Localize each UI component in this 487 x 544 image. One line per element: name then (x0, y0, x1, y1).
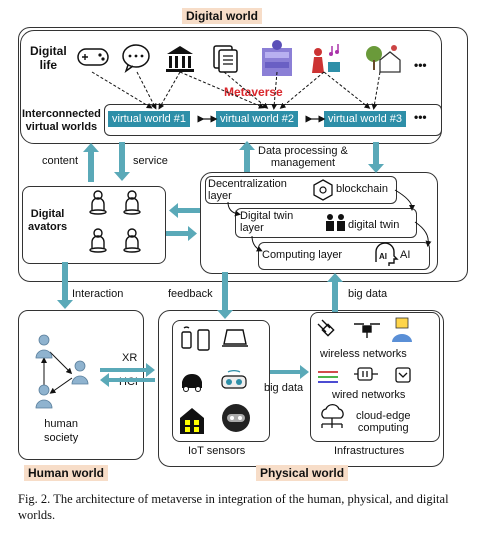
plug-icon (354, 367, 378, 381)
avatar-icon (89, 190, 107, 215)
digital-twin-icon (326, 214, 345, 231)
wireless-label: wireless networks (320, 348, 407, 360)
bank-icon (166, 46, 194, 72)
virtual-world-2: virtual world #2 (216, 111, 298, 127)
interaction-label: Interaction (72, 288, 124, 300)
physical-world-title: Physical world (256, 465, 349, 481)
tablet-icon (197, 329, 210, 351)
avatar-icon (123, 228, 141, 253)
ai-label: AI (400, 249, 411, 261)
flow-arrows (57, 141, 384, 387)
ai-head-text: AI (379, 252, 387, 261)
digital-life-ellipsis: ••• (414, 58, 427, 72)
wired-label: wired networks (332, 389, 406, 401)
avatar-icon (89, 228, 107, 253)
feedback-label: feedback (168, 288, 213, 300)
interconnected-label: Interconnected virtual worlds (22, 108, 101, 133)
diagram-graphics: AI (35, 40, 432, 434)
human-world-title: Human world (24, 465, 109, 481)
digital-twin-layer-label: Digital twin layer (240, 210, 294, 234)
cloud-label: cloud-edge computing (356, 410, 411, 434)
documents-icon (213, 45, 238, 73)
router-icon (395, 367, 411, 383)
service-label: service (133, 155, 168, 167)
content-label: content (42, 155, 79, 167)
computing-layer (258, 242, 430, 270)
digital-twin-label: digital twin (348, 219, 400, 231)
infra-label: Infrastructures (334, 445, 405, 457)
concert-icon (312, 44, 340, 73)
laptop-icon (222, 329, 248, 347)
phone-icon (181, 326, 192, 349)
layer-connectors (227, 189, 432, 252)
metaverse-label: Metaverse (224, 85, 283, 99)
iot-icons (180, 326, 250, 434)
virtual-worlds-ellipsis: ••• (414, 110, 427, 124)
avatar-icon (123, 190, 141, 215)
robot-icon (222, 404, 250, 432)
computing-layer-label: Computing layer (262, 249, 343, 261)
satellite-icon (317, 319, 335, 337)
infra-icons (317, 317, 412, 428)
digital-life-label: Digital life (30, 44, 67, 72)
blockchain-label: blockchain (336, 183, 388, 195)
iot-label: IoT sensors (188, 445, 246, 457)
avatar-icons (89, 190, 141, 253)
car-icon (182, 374, 202, 392)
virtual-world-3: virtual world #3 (324, 111, 406, 127)
avatars-label: Digital avators (28, 208, 68, 233)
big-data-top-label: big data (348, 288, 388, 300)
human-world-frame (18, 310, 144, 460)
chat-icon (122, 44, 150, 73)
fiber-cable-icon (318, 371, 338, 383)
decentralization-label: Decentralization layer (208, 178, 287, 202)
gamepad-icon (77, 48, 109, 66)
network-tower-icon (392, 317, 412, 342)
virtual-world-1: virtual world #1 (108, 111, 190, 127)
big-data-mid-label: big data (264, 382, 304, 394)
figure-caption: Fig. 2. The architecture of metaverse in… (18, 492, 449, 522)
ai-head-icon: AI (375, 242, 399, 266)
human-society-label: human society (44, 418, 79, 444)
drone-icon (354, 323, 380, 338)
home-life-icon (366, 45, 401, 73)
blockchain-icon (313, 179, 333, 201)
virtual-office-icon (262, 40, 292, 76)
xr-label: XR (122, 352, 138, 364)
cloud-network-icon (321, 403, 344, 428)
human-network (35, 334, 89, 409)
processing-label: Data processing & management (258, 145, 348, 169)
digital-world-title: Digital world (182, 8, 262, 24)
smart-home-icon (180, 408, 204, 434)
vr-headset-icon (221, 370, 247, 389)
dashed-links (91, 71, 381, 110)
